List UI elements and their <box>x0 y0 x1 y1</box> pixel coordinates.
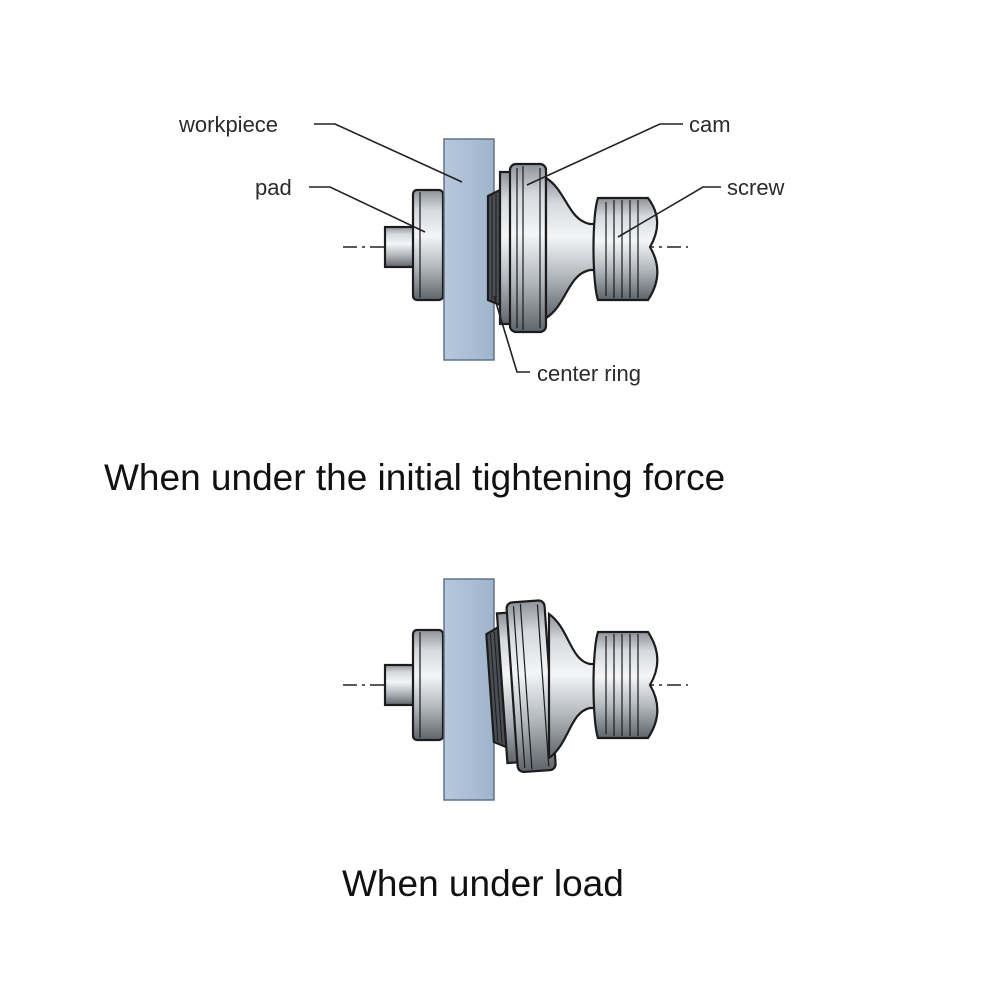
center-ring-leader <box>493 295 530 373</box>
cam-assembly-tilted <box>485 599 557 774</box>
workpiece-plate <box>443 138 495 361</box>
caption-load: When under load <box>342 863 624 904</box>
screw-leader <box>617 186 721 238</box>
label-pad: pad <box>255 175 292 200</box>
pad-part-2 <box>411 628 445 742</box>
pad-leader <box>309 186 426 233</box>
label-workpiece: workpiece <box>178 112 278 137</box>
screw-part <box>592 196 659 302</box>
cam-leader <box>526 123 683 186</box>
cam-part <box>498 162 602 334</box>
caption-initial: When under the initial tightening force <box>104 457 725 498</box>
pad-part <box>411 188 445 302</box>
label-center-ring: center ring <box>537 361 641 386</box>
screw-part-2 <box>592 630 659 740</box>
workpiece-plate-2 <box>443 578 495 801</box>
label-screw: screw <box>727 175 785 200</box>
diagram-load: When under load <box>342 578 688 904</box>
center-ring-part <box>486 188 502 307</box>
label-cam: cam <box>689 112 731 137</box>
cam-neck-2 <box>547 611 602 761</box>
diagram-initial: workpiece pad cam screw center ring When… <box>104 112 785 498</box>
workpiece-leader <box>314 123 463 183</box>
